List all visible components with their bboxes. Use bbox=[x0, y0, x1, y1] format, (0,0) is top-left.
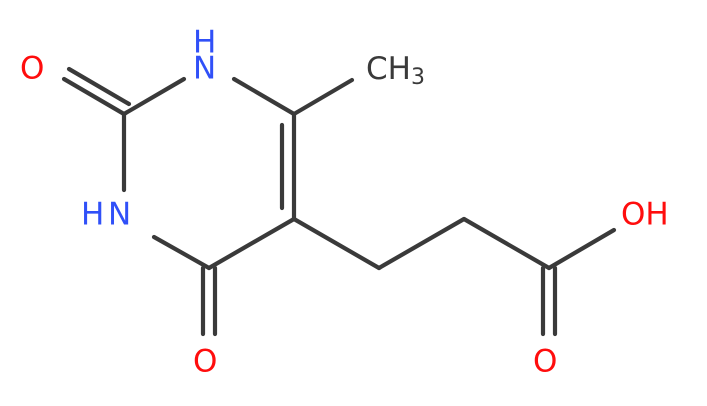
bond-layer bbox=[61, 66, 617, 337]
bond-c5-ch2 bbox=[291, 216, 382, 271]
atom-n-top: N bbox=[193, 51, 216, 87]
bond-c6-ch3 bbox=[291, 77, 355, 117]
bond-c2-n1 bbox=[121, 76, 187, 117]
ch3-main-text: CH bbox=[366, 51, 411, 87]
atom-oh: OH bbox=[621, 197, 669, 233]
atom-h-mid: H bbox=[81, 197, 104, 233]
atom-label-layer: O H N CH3 H N OH O O bbox=[20, 25, 669, 380]
atom-o-left: O bbox=[20, 51, 44, 87]
bond-n1-c6 bbox=[231, 76, 297, 117]
atom-ch3: CH3 bbox=[366, 51, 425, 91]
bond-n3-c4 bbox=[151, 234, 212, 271]
atom-h-top: H bbox=[193, 25, 216, 61]
atom-o-bottom-left: O bbox=[193, 344, 217, 380]
bond-cooh-oh bbox=[546, 227, 617, 271]
bond-c2-o-b bbox=[66, 66, 132, 107]
bond-ch2-cooh bbox=[461, 216, 552, 271]
bond-ch2-ch2 bbox=[376, 216, 467, 271]
atom-o-bottom-right: O bbox=[533, 344, 557, 380]
atom-n-mid: N bbox=[108, 197, 131, 233]
ch3-subscript: 3 bbox=[411, 65, 425, 90]
bond-c2-o-a bbox=[61, 76, 127, 117]
bond-c4-c5 bbox=[206, 216, 297, 271]
